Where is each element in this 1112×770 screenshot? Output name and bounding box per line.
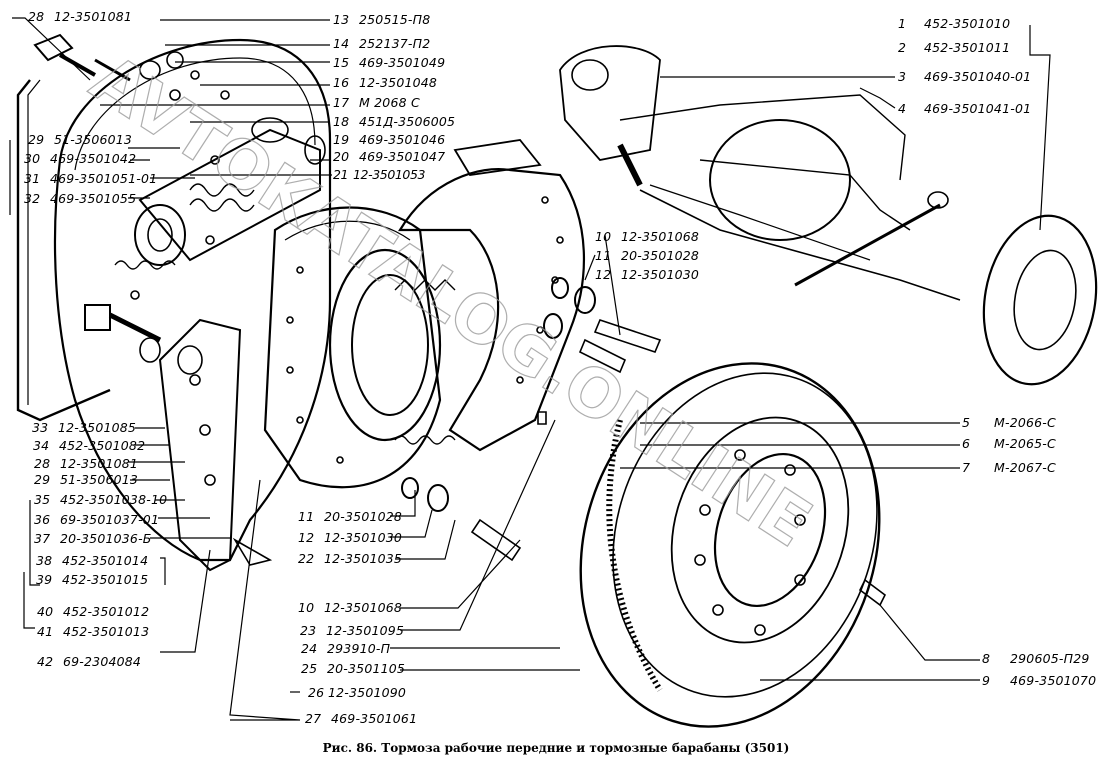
return-spring-icon (394, 435, 456, 445)
washers-and-pins (401, 277, 662, 562)
brake-backing-plate (53, 38, 332, 562)
leader-lines (9, 17, 1051, 721)
brake-drum (579, 362, 887, 728)
front-axle-assembly (559, 45, 1098, 386)
adjusting-lever (158, 318, 273, 572)
eccentric-bolts (84, 304, 203, 375)
figure-caption: Рис. 86. Тормоза рабочие передние и торм… (322, 741, 790, 755)
brake-shoe-front (263, 206, 442, 489)
hose-fittings (16, 33, 184, 422)
return-spring-icon (114, 260, 176, 270)
wheel-cylinder (134, 117, 326, 266)
